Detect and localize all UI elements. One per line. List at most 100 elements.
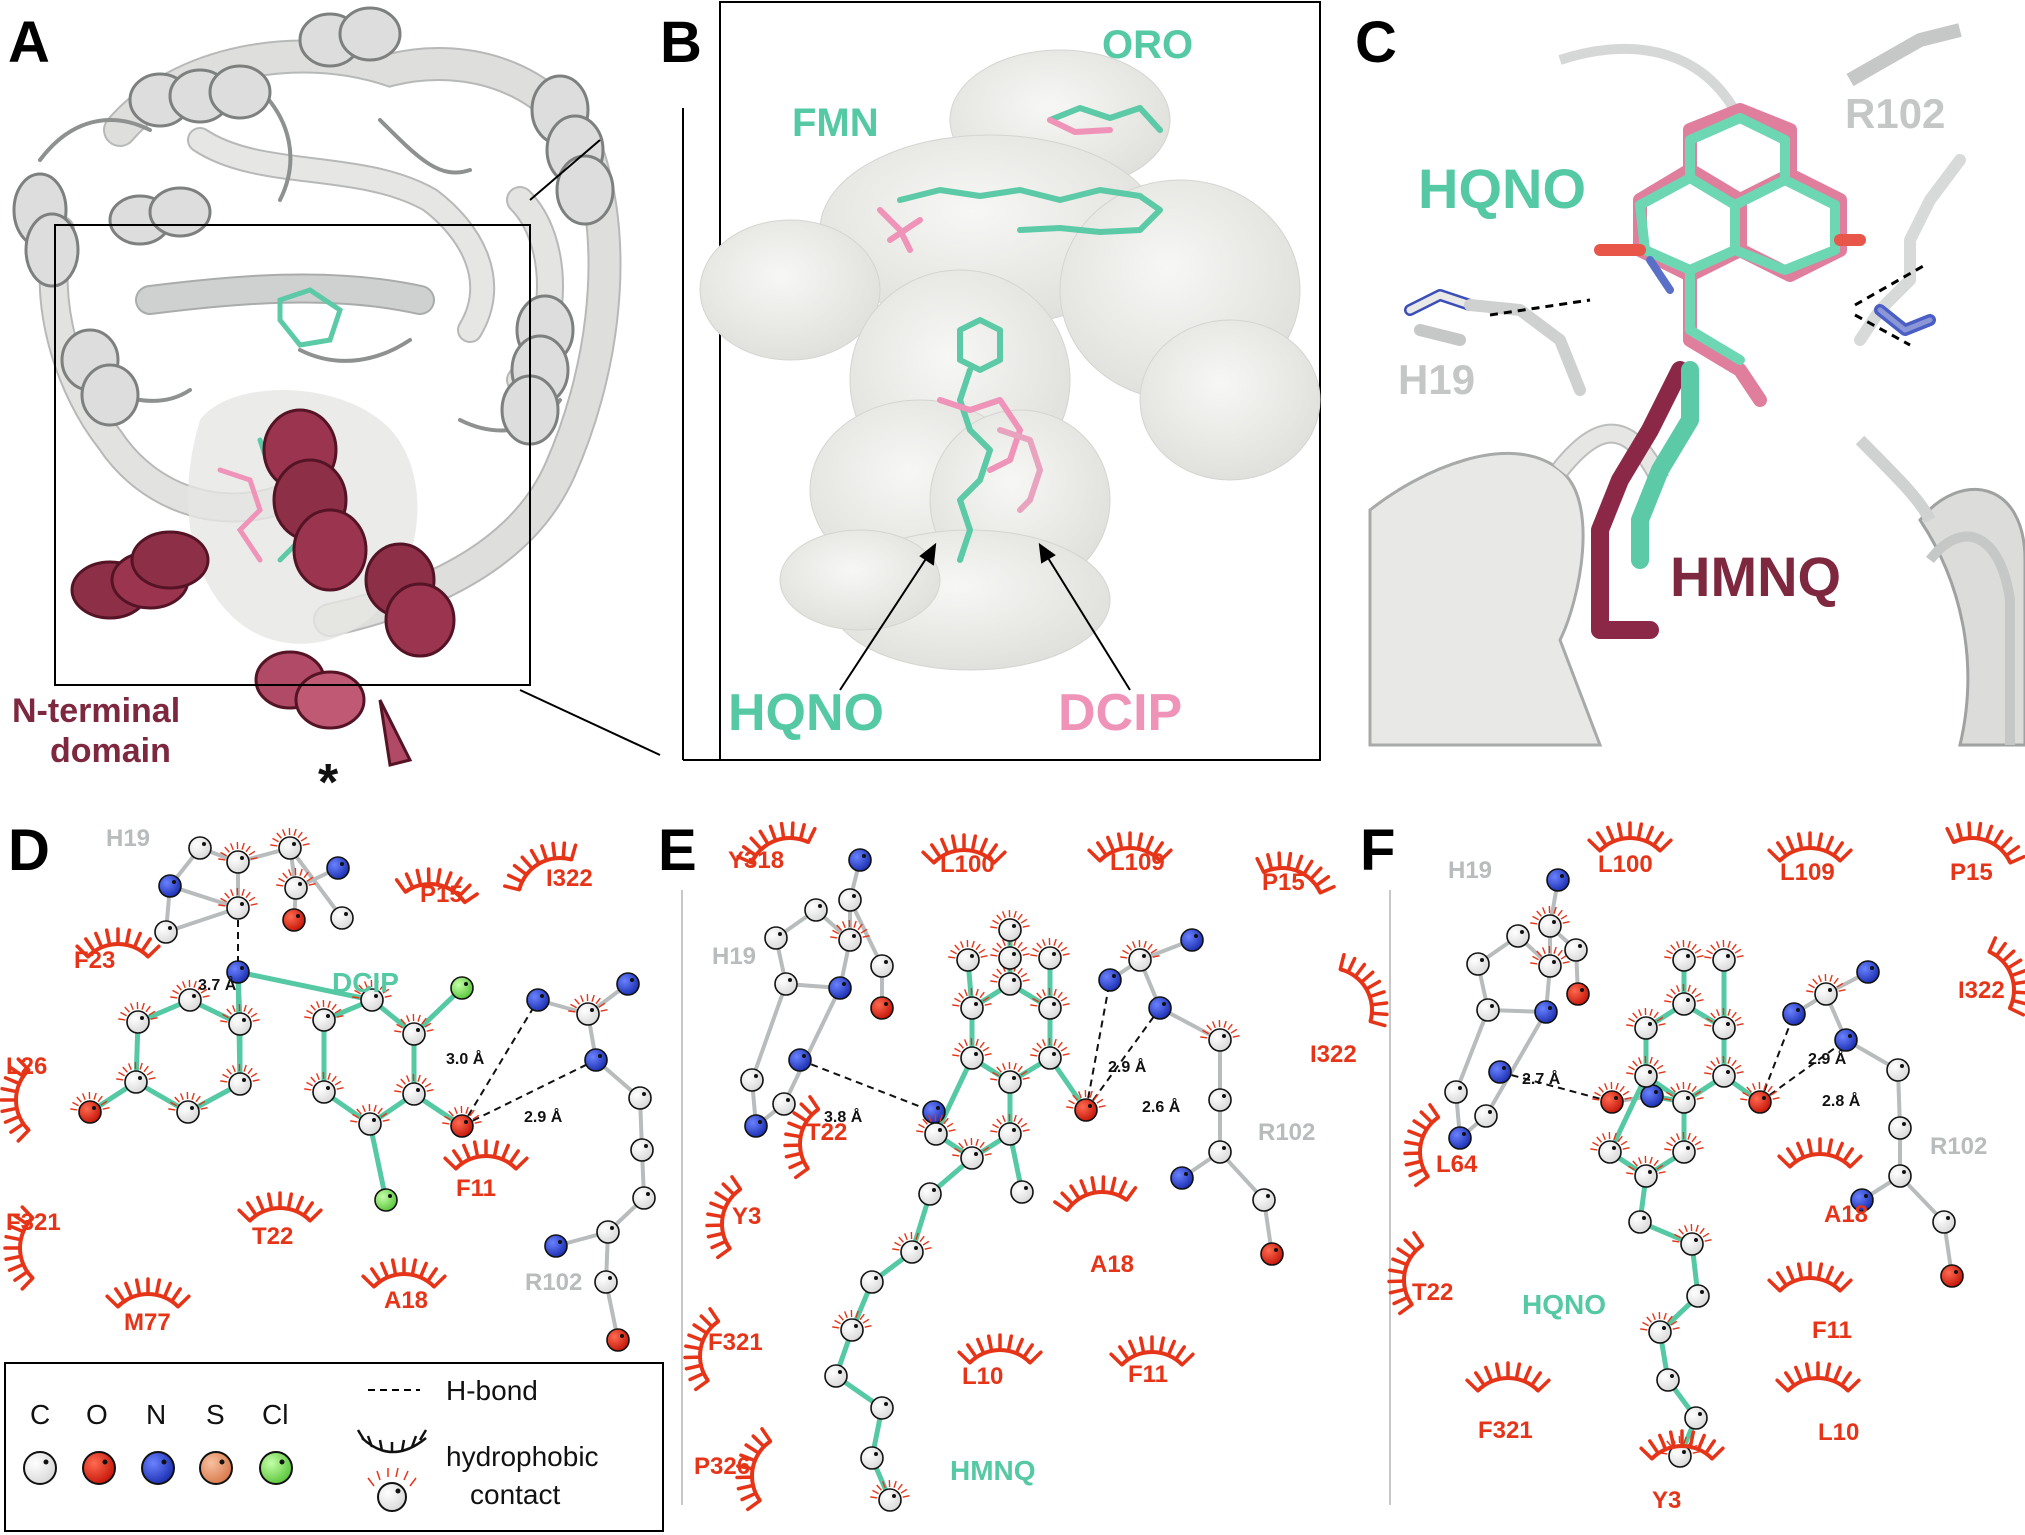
r102-label-c: R102 [1845, 90, 1945, 137]
hydrophobic-arc [502, 841, 578, 892]
residue-bond [848, 898, 884, 968]
atom-n [1850, 1188, 1874, 1212]
atoms-d [70, 827, 656, 1352]
hbond-line [799, 1059, 935, 1113]
atom-c [918, 1182, 942, 1206]
atom-c [1208, 1088, 1232, 1112]
panel-e-label: E [658, 818, 697, 883]
hydrophobic-arc [1987, 936, 2025, 1017]
hydrophobic-arcs-f [1387, 821, 2025, 1461]
hbond-line [1759, 1039, 1847, 1103]
hydrophobic-arc [735, 1427, 773, 1512]
atom-c [960, 1046, 984, 1070]
atom-c [774, 972, 798, 996]
ligand-bond [235, 969, 375, 1003]
atom-c [1634, 1164, 1658, 1188]
atom-c [228, 1072, 252, 1096]
fmn-label: FMN [792, 101, 879, 145]
atom-c [1712, 1064, 1736, 1088]
binding-surface-b [699, 49, 1321, 671]
legend-s-label: S [206, 1399, 225, 1430]
atom-n [1782, 1002, 1806, 1026]
atom-n [1856, 960, 1880, 984]
atom-c [628, 1086, 652, 1110]
atom-n [1098, 968, 1122, 992]
res-p15-d: P15 [420, 881, 463, 908]
legend-hbond-label: H-bond [446, 1375, 538, 1406]
hydrophobic-arc [1767, 1261, 1853, 1293]
hydrophobic-arc [361, 1257, 447, 1289]
panel-b: B [660, 1, 1321, 761]
h19-label-c: H19 [1398, 356, 1475, 403]
res-i322-f: I322 [1958, 977, 2005, 1004]
atom-c [312, 1080, 336, 1104]
hydrophobic-arc [1767, 831, 1853, 863]
hydrophobic-arc [1639, 1429, 1725, 1461]
atom-c [924, 1122, 948, 1146]
atom-c [1888, 1116, 1912, 1140]
atom-c [1506, 924, 1530, 948]
atom-c [772, 1092, 796, 1116]
atom-c [1634, 1064, 1658, 1088]
atom-c [1538, 914, 1562, 938]
hbond-line [1759, 1013, 1795, 1103]
atom-c [870, 954, 894, 978]
zoom-box-a [54, 224, 531, 686]
hydrophobic-arc [105, 1277, 191, 1309]
atom-n [1148, 996, 1172, 1020]
atom-n [848, 848, 872, 872]
hydrophobic-arc [75, 927, 161, 959]
res-y3-e: Y3 [732, 1203, 761, 1230]
res-p15-e: P15 [1262, 869, 1305, 896]
atom-c [870, 1396, 894, 1420]
hqno-label-b: HQNO [728, 684, 884, 742]
atom-c [1932, 1210, 1956, 1234]
atom-n [526, 988, 550, 1012]
hbonds-f [1499, 1013, 1847, 1103]
helix-coils-a [12, 6, 615, 446]
atom-c [1712, 948, 1736, 972]
atom-n [828, 976, 852, 1000]
res-f321-d: F321 [6, 1209, 61, 1236]
atom-c [1128, 948, 1152, 972]
atom-c [1672, 1090, 1696, 1114]
atom-c [1648, 1320, 1672, 1344]
hbond-line [461, 1059, 597, 1127]
atom-c [900, 1240, 924, 1264]
hydrophobic-arc [783, 1095, 821, 1180]
atom-n [326, 856, 350, 880]
atom-c [402, 1022, 426, 1046]
atom-c [998, 1122, 1022, 1146]
atoms-f [1444, 868, 1964, 1468]
legend-cl-label: Cl [262, 1399, 288, 1430]
atom-c [1672, 1140, 1696, 1164]
panel-f-label: F [1360, 818, 1395, 883]
res-f321-f: F321 [1478, 1417, 1533, 1444]
n-terminal-domain [70, 408, 456, 767]
res-f321-e: F321 [708, 1329, 763, 1356]
hydrophobic-arc [443, 1139, 529, 1171]
panel-d-label: D [8, 818, 50, 883]
panel-a-label: A [8, 10, 50, 75]
hqno-label-f: HQNO [1522, 1289, 1606, 1320]
res-y318-e: Y318 [728, 847, 784, 874]
panel-b-frame [719, 1, 1321, 761]
hydrophobic-arc [1587, 821, 1673, 853]
atom-o [1260, 1242, 1284, 1266]
hydrophobic-arc [1109, 1335, 1195, 1367]
res-l10-e: L10 [962, 1363, 1003, 1390]
atom-c [1680, 1232, 1704, 1256]
atom-c [1686, 1284, 1710, 1308]
atom-c [1886, 1058, 1910, 1082]
r102-sticks-c [1854, 154, 1966, 346]
atoms-e [740, 848, 1284, 1512]
domain-label-line1: N-terminal [12, 692, 180, 730]
res-l64-f: L64 [1436, 1151, 1478, 1178]
res-r102-d: R102 [525, 1269, 582, 1296]
atom-c [1684, 1406, 1708, 1430]
panel-b-label: B [660, 10, 702, 75]
atom-n [1448, 1126, 1472, 1150]
bonds-d [87, 846, 646, 1342]
res-t22-f: T22 [1412, 1279, 1453, 1306]
res-a18-e: A18 [1090, 1251, 1134, 1278]
